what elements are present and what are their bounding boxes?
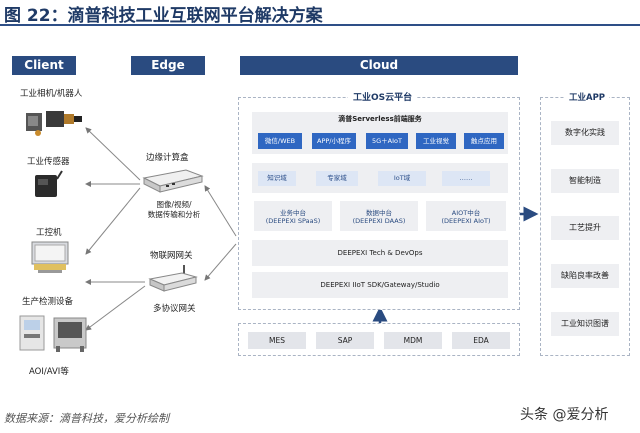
domain-expert: 专家域 (316, 171, 358, 186)
app-item-yield: 缺陷良率改善 (551, 264, 619, 288)
cloud-os-title: 工业OS云平台 (348, 92, 418, 104)
industrial-camera-image (26, 111, 82, 136)
frontend-item-app: APP/小程序 (312, 133, 356, 149)
platform-data-name: 数据中台 (366, 209, 392, 217)
system-eda: EDA (452, 332, 510, 349)
client-aoi-label: AOI/AVI等 (29, 367, 69, 377)
platform-business-name: 业务中台 (280, 209, 306, 217)
industrial-sensor-image (35, 170, 63, 197)
system-mes: MES (248, 332, 306, 349)
app-item-process: 工艺提升 (551, 216, 619, 240)
app-item-smart-mfg: 智能制造 (551, 169, 619, 193)
app-item-knowledge-graph: 工业知识图谱 (551, 312, 619, 336)
platform-data-sub: (DEEPEXI DAAS) (352, 217, 406, 225)
app-item-digital: 数字化实践 (551, 121, 619, 145)
frontend-item-5g-aiot: 5G＋AIoT (366, 133, 408, 149)
edge-box-title: 边缘计算盒 (146, 153, 189, 163)
edge-gateway-desc: 多协议网关 (153, 304, 196, 314)
platform-business: 业务中台 (DEEPEXI SPaaS) (254, 201, 332, 231)
figure-title: 图 22：滴普科技工业互联网平台解决方案 (4, 6, 323, 26)
edge-box-desc-2: 数据传输和分析 (147, 210, 201, 219)
domain-more: …… (442, 171, 490, 186)
frontend-item-web: 微信/WEB (258, 133, 302, 149)
platform-aiot: AIOT中台 (DEEPEXI AIoT) (426, 201, 506, 231)
iiot-sdk-bar: DEEPEXI IIoT SDK/Gateway/Studio (252, 272, 508, 298)
platform-business-sub: (DEEPEXI SPaaS) (265, 217, 321, 225)
iot-gateway-image (148, 265, 198, 292)
client-ipc-label: 工控机 (36, 228, 62, 238)
frontend-item-touchpoint: 触点应用 (464, 133, 504, 149)
platform-aiot-name: AIOT中台 (451, 209, 481, 217)
domain-iot: IoT域 (378, 171, 426, 186)
edge-computing-box-image (142, 169, 204, 193)
platform-aiot-sub: (DEEPEXI AIoT) (441, 217, 491, 225)
title-rule (0, 24, 640, 26)
tech-devops-bar: DEEPEXI Tech & DevOps (252, 240, 508, 266)
industrial-pc-image (31, 241, 69, 273)
client-inspection-label: 生产检测设备 (22, 297, 74, 307)
edge-gateway-title: 物联网网关 (150, 251, 193, 261)
frontend-item-vision: 工业视觉 (416, 133, 456, 149)
inspection-equipment-image (19, 315, 87, 352)
watermark: 头条 @爱分析 (520, 407, 609, 423)
cloud-header: Cloud (240, 56, 518, 75)
client-header: Client (12, 56, 76, 75)
client-camera-label: 工业相机/机器人 (20, 89, 83, 99)
edge-header: Edge (131, 56, 205, 75)
edge-box-desc-1: 图像/视频/ (156, 200, 192, 209)
app-title: 工业APP (565, 92, 610, 104)
frontend-service-title: 滴普Serverless前端服务 (338, 115, 422, 123)
system-mdm: MDM (384, 332, 442, 349)
source-note: 数据来源：滴普科技，爱分析绘制 (4, 412, 169, 425)
platform-data: 数据中台 (DEEPEXI DAAS) (340, 201, 418, 231)
client-sensor-label: 工业传感器 (27, 157, 70, 167)
domain-knowledge: 知识域 (258, 171, 296, 186)
system-sap: SAP (316, 332, 374, 349)
